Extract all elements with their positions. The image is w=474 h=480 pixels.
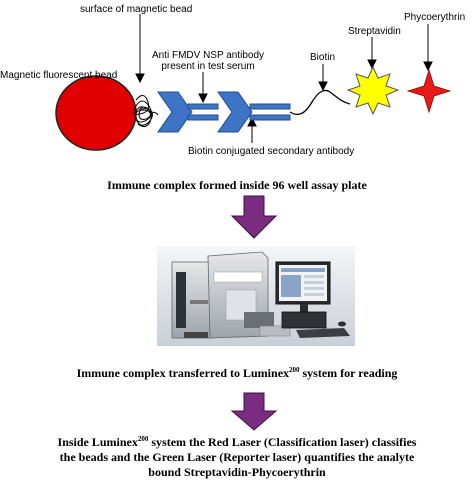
secondary-pointer-head [247, 116, 257, 127]
surface-pointer-head [135, 73, 145, 84]
biotin-label: Biotin [310, 52, 336, 63]
secondary-antibody-label: Biotin conjugated secondary antibody [188, 146, 355, 157]
streptavidin-pointer-head [367, 59, 377, 70]
step-2-text: Immune complex transferred to Luminex200… [0, 366, 474, 381]
surface-label: surface of magnetic bead [80, 4, 193, 15]
luminex-instrument-image [157, 246, 355, 346]
antibody-chevron-icon [157, 91, 291, 133]
biotin-pointer-head [318, 81, 328, 92]
step-3-line-1-main: Inside Luminex [57, 435, 138, 449]
step-2-superscript: 200 [289, 366, 300, 374]
magnetic-bead-icon [55, 75, 137, 151]
flow-arrow-down-2 [230, 392, 278, 431]
step-2-text-tail: system for reading [299, 366, 398, 380]
phycoerythrin-star-icon [406, 68, 452, 114]
step-3-line-1: Inside Luminex200 system the Red Laser (… [0, 432, 474, 450]
step-1-text: Immune complex formed inside 96 well ass… [107, 178, 367, 192]
step-3-text: Inside Luminex200 system the Red Laser (… [0, 432, 474, 480]
phycoerythrin-label: Phycoerythrin [404, 12, 466, 23]
biotin-curve [289, 89, 351, 116]
antibody-label-line1: Anti FMDV NSP antibody [151, 50, 265, 61]
antibody-pointer-head [198, 93, 208, 104]
step-3-superscript: 200 [137, 435, 149, 443]
streptavidin-star-icon [346, 65, 400, 116]
bead-surface-squiggle-icon [133, 94, 159, 128]
bead-label: Magnetic fluorescent bead [0, 70, 118, 81]
step-2-text-main: Immune complex transferred to Luminex [76, 366, 290, 380]
antibody-label-line2: present in test serum [161, 61, 255, 72]
phycoerythrin-pointer-head [423, 61, 433, 72]
streptavidin-label: Streptavidin [348, 26, 401, 37]
flow-arrows [230, 195, 278, 431]
step-3-line-1-tail: system the Red Laser (Classification las… [148, 435, 417, 449]
step-3-line-3: bound Streptavidin-Phycoerythrin [148, 465, 326, 479]
step-3-line-2: the beads and the Green Laser (Reporter … [59, 450, 415, 464]
antibody-label: Anti FMDV NSP antibody present in test s… [148, 50, 268, 72]
flow-arrow-down-1 [230, 195, 278, 239]
